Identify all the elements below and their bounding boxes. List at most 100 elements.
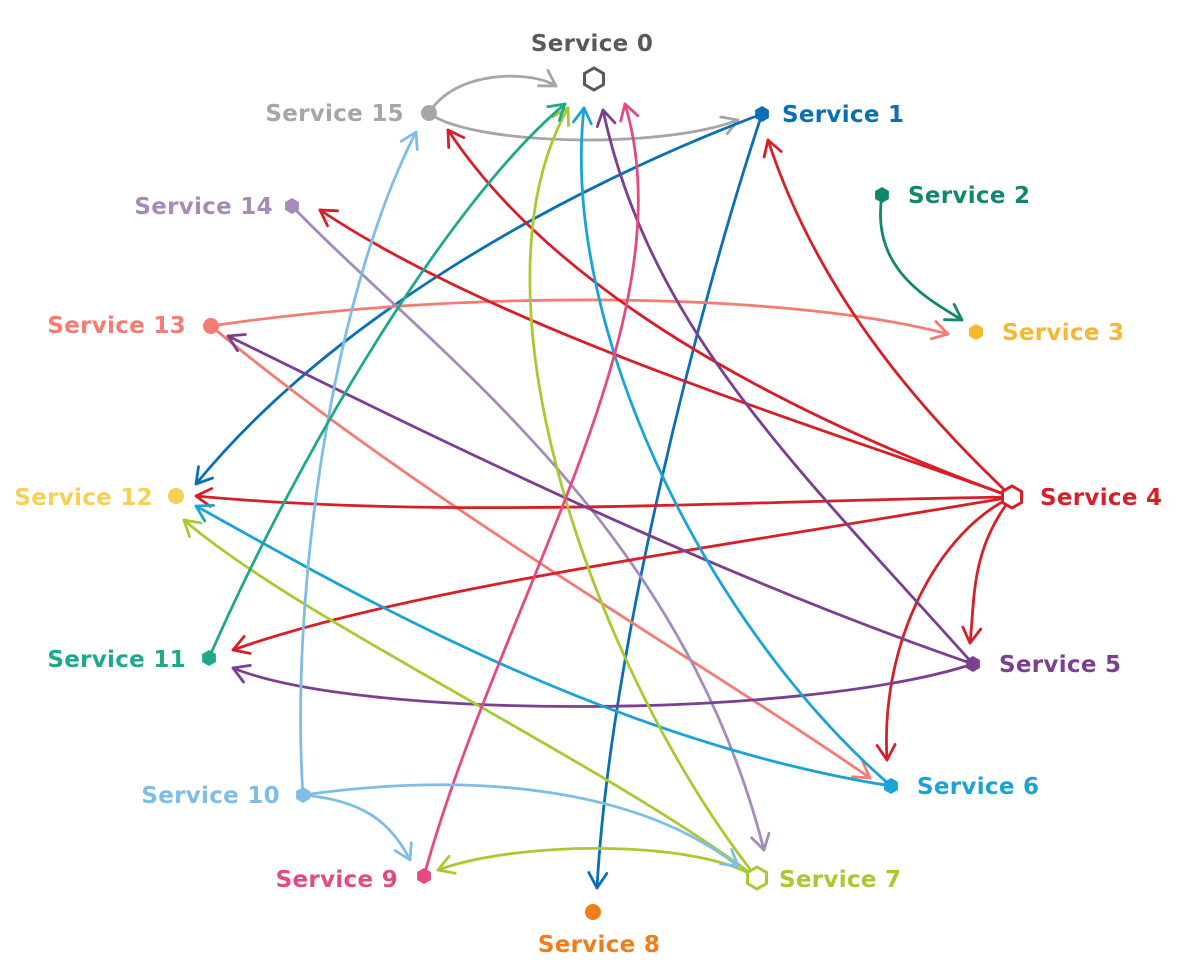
node-hollow-hexagon-icon	[746, 865, 768, 891]
arrowhead-icon	[537, 69, 558, 88]
arrowhead-icon	[318, 208, 339, 228]
edge-service-10-to-service-7	[301, 783, 740, 868]
node-label-service-2: Service 2	[908, 183, 1030, 209]
edge-service-13-to-service-3	[209, 298, 950, 341]
edge-service-10-to-service-9	[301, 793, 413, 862]
arrowhead-icon	[719, 848, 740, 868]
edge-service-4-to-service-5	[961, 495, 1014, 645]
edge-service-4-to-service-1	[762, 138, 1014, 499]
node-label-service-14: Service 14	[134, 194, 273, 220]
node-hexagon-icon	[884, 778, 898, 794]
edge-service-9-to-service-0	[422, 102, 640, 878]
node-dot-icon	[585, 904, 601, 920]
node-hexagon-icon	[417, 868, 431, 884]
arrowhead-icon	[595, 108, 617, 128]
edge-line	[209, 298, 950, 336]
arrowhead-icon	[943, 302, 964, 322]
edge-line	[231, 495, 1014, 652]
arrowhead-icon	[929, 320, 950, 341]
edge-service-4-to-service-11	[231, 495, 1014, 655]
arrowhead-icon	[399, 130, 419, 151]
arrowhead-icon	[446, 128, 466, 149]
edge-line	[427, 74, 558, 115]
edge-line	[194, 494, 1014, 510]
edge-service-6-to-service-12	[194, 503, 893, 788]
edge-service-5-to-service-13	[226, 333, 975, 666]
node-label-service-10: Service 10	[141, 783, 280, 809]
edges-layer	[182, 69, 1014, 890]
node-dot-icon	[168, 488, 184, 504]
edge-line	[207, 102, 567, 660]
edge-service-5-to-service-11	[231, 662, 975, 708]
node-hexagon-icon	[969, 324, 983, 340]
arrowhead-icon	[572, 106, 593, 126]
arrowhead-icon	[546, 102, 567, 122]
node-hexagon-icon	[875, 187, 889, 203]
arrowhead-icon	[393, 841, 413, 862]
edge-service-15-to-service-1	[427, 111, 740, 142]
arrowhead-icon	[194, 487, 214, 508]
arrowhead-icon	[619, 102, 640, 123]
arrowhead-icon	[750, 831, 771, 852]
arrowhead-icon	[231, 635, 252, 655]
node-label-service-1: Service 1	[782, 102, 904, 128]
node-hollow-hexagon-icon	[583, 66, 605, 92]
edge-service-4-to-service-15	[446, 128, 1014, 499]
edge-line	[595, 112, 764, 890]
nodes-layer	[168, 66, 1023, 920]
labels-layer: Service 0 Service 1 Service 2 Service 3 Serv…	[14, 31, 1162, 958]
arrowhead-icon	[719, 115, 740, 136]
node-label-service-0: Service 0	[531, 31, 653, 57]
edge-service-7-to-service-0	[528, 106, 759, 880]
edge-line	[226, 334, 975, 666]
node-label-service-5: Service 5	[999, 652, 1121, 678]
edge-service-4-to-service-14	[318, 208, 1014, 499]
edge-line	[885, 495, 1014, 762]
edge-line	[182, 518, 759, 880]
node-label-service-4: Service 4	[1040, 485, 1162, 511]
arrowhead-icon	[875, 743, 897, 762]
edge-service-4-to-service-6	[875, 495, 1014, 762]
edge-line	[194, 112, 764, 486]
edge-service-1-to-service-12	[194, 112, 764, 486]
node-label-service-12: Service 12	[14, 485, 153, 511]
arrowhead-icon	[587, 871, 609, 890]
edge-line	[579, 106, 893, 788]
edge-line	[766, 138, 1014, 499]
node-dot-icon	[203, 318, 219, 334]
node-hexagon-icon	[285, 198, 299, 214]
arrowhead-icon	[182, 518, 203, 538]
arrowhead-icon	[231, 664, 252, 684]
node-label-service-7: Service 7	[779, 867, 901, 893]
edge-line	[601, 108, 975, 666]
edge-line	[879, 193, 964, 322]
edge-service-4-to-service-12	[194, 487, 1014, 510]
edge-service-11-to-service-0	[207, 102, 567, 660]
edge-line	[446, 128, 1014, 499]
edge-service-2-to-service-3	[879, 193, 964, 322]
edge-line	[301, 793, 412, 862]
node-label-service-11: Service 11	[47, 647, 186, 673]
edge-line	[194, 504, 893, 788]
node-label-service-3: Service 3	[1002, 320, 1124, 346]
edge-line	[301, 783, 740, 868]
node-label-service-13: Service 13	[47, 313, 186, 339]
arrowhead-icon	[194, 503, 215, 523]
node-dot-icon	[421, 105, 437, 121]
edge-line	[528, 106, 759, 880]
node-hexagon-icon	[202, 650, 216, 666]
arrowhead-icon	[436, 855, 457, 875]
edge-line	[231, 662, 975, 708]
edge-service-15-to-service-0	[427, 69, 558, 115]
node-label-service-8: Service 8	[538, 932, 660, 958]
node-hexagon-icon	[966, 656, 980, 672]
arrowhead-icon	[851, 760, 872, 780]
arrowhead-icon	[551, 106, 570, 127]
edge-line	[427, 111, 740, 142]
arrowhead-icon	[226, 333, 247, 353]
node-hexagon-icon	[755, 106, 769, 122]
node-hollow-hexagon-icon	[1001, 484, 1023, 510]
arrowhead-icon	[194, 465, 214, 486]
edge-line	[290, 204, 766, 852]
edge-service-6-to-service-0	[572, 106, 893, 788]
